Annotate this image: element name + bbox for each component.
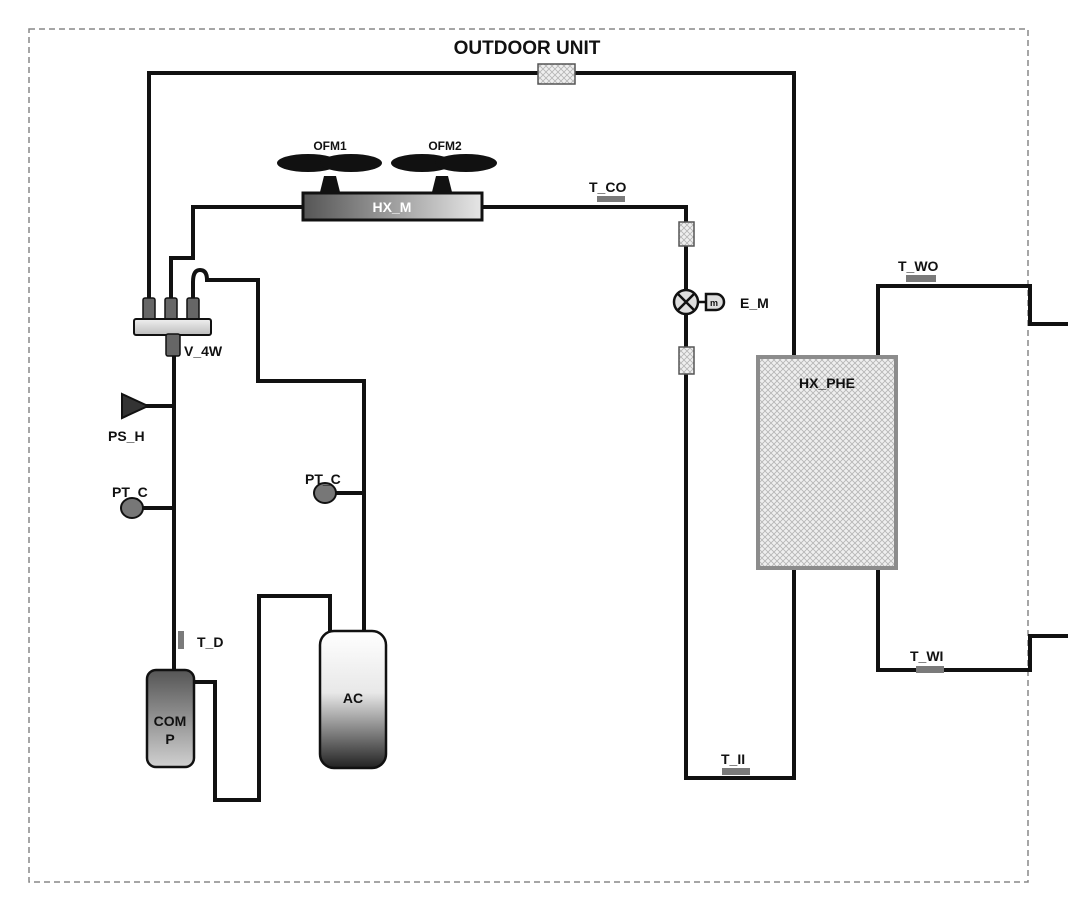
outdoor-unit-boundary: [28, 28, 1029, 883]
t-wi-label: T_WI: [910, 648, 943, 664]
pipe-top-loop: [147, 71, 796, 360]
pipe-water-in: [876, 566, 1068, 672]
t-wo-label: T_WO: [898, 258, 939, 274]
hx-m-label: HX_M: [373, 199, 412, 215]
t-d-label: T_D: [197, 634, 223, 650]
comp-label-line1: COM: [154, 713, 187, 729]
v-4w-label: V_4W: [184, 343, 223, 359]
pipe-hx-m-to-eev: [480, 205, 688, 224]
hx-m: [301, 191, 484, 222]
e-m-label: E_M: [740, 295, 769, 311]
t-wo-sensor: [906, 275, 936, 282]
hx-phe-label: HX_PHE: [799, 375, 855, 391]
ps-h-label: PS_H: [108, 428, 145, 444]
ac-label: AC: [343, 690, 363, 706]
pressure-sensor-pt-c-right: [313, 482, 337, 504]
e-m-motor-label: m: [710, 298, 718, 308]
outdoor-unit-title: OUTDOOR UNIT: [454, 38, 601, 59]
ofm1-label: OFM1: [313, 139, 347, 153]
four-way-valve: [133, 297, 212, 357]
ofm2-label: OFM2: [428, 139, 462, 153]
pipe-to-hx-m: [169, 205, 307, 302]
t-co-sensor: [597, 196, 625, 202]
t-co-label: T_CO: [589, 179, 626, 195]
t-d-sensor: [178, 631, 184, 649]
comp-label-line2: P: [165, 731, 174, 747]
pt-c-left-label: PT_C: [112, 484, 148, 500]
accumulator: [318, 629, 388, 770]
filter-lower: [678, 346, 695, 375]
compressor: [145, 668, 196, 769]
pipe-eev-to-phe-bottom: [684, 372, 796, 780]
pressure-switch-ps-h: [121, 392, 151, 420]
filter-upper: [678, 221, 695, 247]
pipe-suction: [191, 594, 332, 802]
outdoor-fan-2: OFM2: [391, 139, 497, 192]
t-ii-label: T_II: [721, 751, 745, 767]
t-ii-sensor: [722, 768, 750, 775]
filter-top: [537, 63, 576, 85]
pipe-to-accumulator: [191, 267, 366, 634]
outdoor-fan-1: OFM1: [277, 139, 382, 192]
t-wi-sensor: [916, 666, 944, 673]
pressure-sensor-pt-c-left: [120, 497, 144, 519]
pt-c-right-label: PT_C: [305, 471, 341, 487]
pipe-water-out: [876, 284, 1068, 360]
hx-phe: [756, 355, 898, 570]
expansion-valve-e-m: m: [672, 288, 726, 316]
